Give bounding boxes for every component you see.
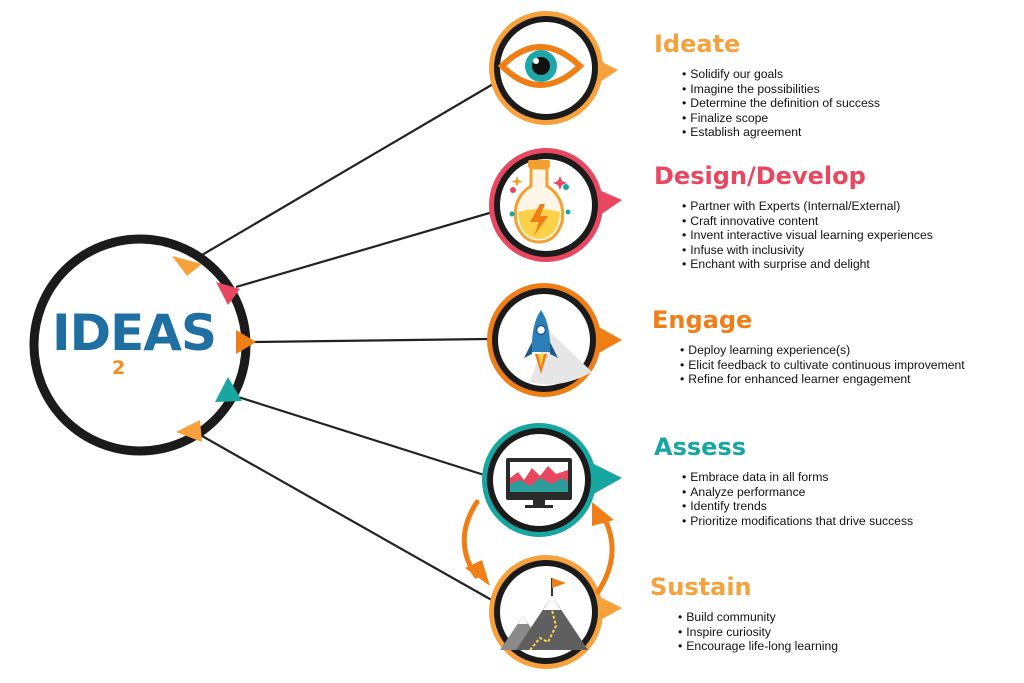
node-sustain (489, 555, 622, 669)
bullet-list-assess: Embrace data in all forms Analyze perfor… (682, 470, 913, 528)
list-item: Determine the definition of success (682, 96, 880, 111)
pointer-ideate (172, 256, 202, 276)
list-item: Embrace data in all forms (682, 470, 913, 485)
bullet-list-design: Partner with Experts (Internal/External)… (682, 199, 933, 272)
list-item: Deploy learning experience(s) (680, 343, 965, 358)
potion-flask-icon (509, 160, 571, 244)
node-assess (482, 423, 622, 537)
section-title-engage: Engage (652, 306, 753, 334)
list-item: Imagine the possibilities (682, 82, 880, 97)
pointer-design (216, 282, 240, 305)
section-sustain: Sustain Build community Inspire curiosit… (650, 573, 838, 654)
list-item: Prioritize modifications that drive succ… (682, 514, 913, 529)
bullet-list-engage: Deploy learning experience(s) Elicit fee… (680, 343, 965, 387)
list-item: Establish agreement (682, 125, 880, 140)
list-item: Invent interactive visual learning exper… (682, 228, 933, 243)
list-item: Craft innovative content (682, 214, 933, 229)
list-item: Analyze performance (682, 485, 913, 500)
bullet-list-ideate: Solidify our goals Imagine the possibili… (682, 67, 880, 140)
list-item: Encourage life-long learning (678, 639, 838, 654)
section-engage: Engage Deploy learning experience(s) Eli… (652, 306, 965, 387)
arrow-up-head (592, 502, 614, 526)
connector-ideate (189, 79, 501, 263)
bullet-list-sustain: Build community Inspire curiosity Encour… (678, 610, 838, 654)
list-item: Elicit feedback to cultivate continuous … (680, 358, 964, 373)
list-item: Enchant with surprise and delight (682, 257, 933, 272)
section-title-design: Design/Develop (654, 162, 866, 190)
list-item: Inspire curiosity (678, 625, 838, 640)
node-ideate (489, 11, 618, 125)
list-item: Identify trends (682, 499, 913, 514)
node-design (489, 148, 622, 262)
section-title-ideate: Ideate (654, 30, 741, 58)
section-design: Design/Develop Partner with Experts (Int… (654, 162, 933, 272)
central-hub (29, 234, 256, 456)
list-item: Refine for enhanced learner engagement (680, 372, 965, 387)
monitor-chart-icon (506, 458, 572, 508)
list-item: Finalize scope (682, 111, 880, 126)
ideas-logo: IDEAS (52, 304, 217, 362)
connector-assess (234, 394, 501, 482)
section-ideate: Ideate Solidify our goals Imagine the po… (654, 30, 880, 140)
list-item: Solidify our goals (682, 67, 880, 82)
section-assess: Assess Embrace data in all forms Analyze… (654, 433, 913, 528)
pointer-engage (236, 330, 256, 354)
section-title-sustain: Sustain (650, 573, 752, 601)
arrow-sustain-to-assess (595, 511, 615, 595)
node-engage (487, 283, 622, 397)
mountain-flag-icon (500, 578, 588, 651)
list-item: Partner with Experts (Internal/External) (682, 199, 933, 214)
pointer-assess (215, 377, 242, 402)
pointer-sustain (176, 420, 202, 442)
rocket-icon (524, 310, 558, 374)
list-item: Build community (678, 610, 838, 625)
connector-engage (251, 337, 489, 344)
connector-sustain (194, 431, 505, 608)
cycle-arrows (461, 499, 615, 595)
section-title-assess: Assess (654, 433, 746, 461)
connector-lines (189, 79, 511, 608)
ideas-logo-subscript: 2 (112, 357, 126, 379)
arrow-down-head (465, 560, 490, 586)
eye-icon (497, 44, 585, 88)
list-item: Infuse with inclusivity (682, 243, 933, 258)
connector-design (235, 205, 511, 289)
